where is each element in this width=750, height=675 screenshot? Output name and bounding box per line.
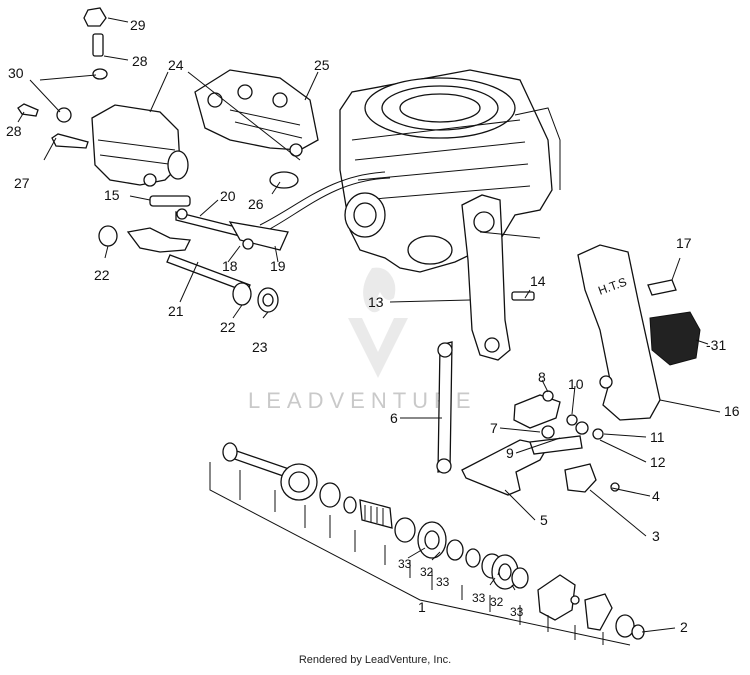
watermark-text: LEADVENTURE [248,388,477,413]
callout-labels: 1 2 3 4 5 6 7 8 9 10 11 12 13 14 15 16 1… [6,17,740,635]
callout-10: 10 [568,376,584,392]
callout-17: 17 [676,235,692,251]
lever-assembly [461,390,620,496]
callout-1: 1 [418,599,426,615]
callout-33-a: 33 [398,557,412,571]
watermark-logo [348,267,408,378]
callout-29: 29 [130,17,146,33]
callout-26: 26 [248,196,264,212]
callout-31: -31 [706,337,726,353]
valve-cable [259,171,386,226]
callout-bracket-1 [209,462,631,646]
callout-25: 25 [314,57,330,73]
callout-12: 12 [650,454,666,470]
callout-22-left: 22 [94,267,110,283]
valve-cover [91,104,189,187]
callout-33-d: 33 [510,605,524,619]
callout-22-right: 22 [220,319,236,335]
callout-16: 16 [724,403,740,419]
valve-linkage [149,195,289,251]
callout-18: 18 [222,258,238,274]
callout-28-top: 28 [132,53,148,69]
callout-7: 7 [490,420,498,436]
callout-21: 21 [168,303,184,319]
callout-32-left: 32 [420,565,434,579]
callout-32-right: 32 [490,595,504,609]
callout-19: 19 [270,258,286,274]
callout-28-left: 28 [6,123,22,139]
callout-8: 8 [538,369,546,385]
callout-20: 20 [220,188,236,204]
callout-14: 14 [530,273,546,289]
connecting-link [436,341,453,474]
callout-4: 4 [652,488,660,504]
callout-15: 15 [104,187,120,203]
cylinder [339,69,561,273]
valve-shaft [98,225,279,313]
callout-9: 9 [506,445,514,461]
callout-5: 5 [540,512,548,528]
hts-bracket: H.T.S [577,244,701,421]
callout-24: 24 [168,57,184,73]
callout-33-c: 33 [472,591,486,605]
callout-33-b: 33 [436,575,450,589]
callout-3: 3 [652,528,660,544]
shaft-assembly [222,442,645,640]
callout-30: 30 [8,65,24,81]
callout-11: 11 [650,429,665,445]
callout-23: 23 [252,339,268,355]
callout-27: 27 [14,175,30,191]
callout-6: 6 [390,410,398,426]
callout-13: 13 [368,294,384,310]
valve-arm [461,194,541,361]
callout-2: 2 [680,619,688,635]
leader-lines [17,17,721,633]
hardware-group [17,7,299,189]
valve-housing [194,69,319,157]
footer-credit: Rendered by LeadVenture, Inc. [298,654,452,666]
valve-cable-2 [267,177,391,231]
